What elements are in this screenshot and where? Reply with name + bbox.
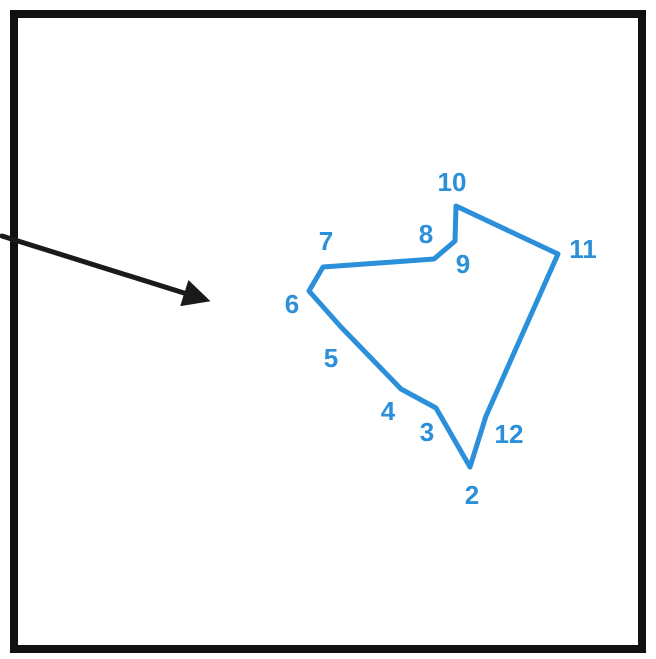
diagram-frame (10, 10, 646, 653)
point-label-5: 5 (324, 343, 338, 373)
point-label-4: 4 (381, 396, 396, 426)
point-label-7: 7 (319, 226, 333, 256)
point-label-8: 8 (419, 219, 433, 249)
point-label-6: 6 (285, 289, 299, 319)
point-label-2: 2 (465, 480, 479, 510)
boundary-outline (306, 203, 561, 470)
pointer-arrow (0, 233, 211, 307)
point-label-11: 11 (569, 234, 597, 264)
point-label-9: 9 (456, 249, 470, 279)
point-label-3: 3 (420, 417, 434, 447)
point-label-10: 10 (438, 167, 467, 197)
point-labels: 2 3 4 5 6 7 8 9 10 11 12 (285, 167, 597, 510)
point-label-12: 12 (495, 419, 524, 449)
